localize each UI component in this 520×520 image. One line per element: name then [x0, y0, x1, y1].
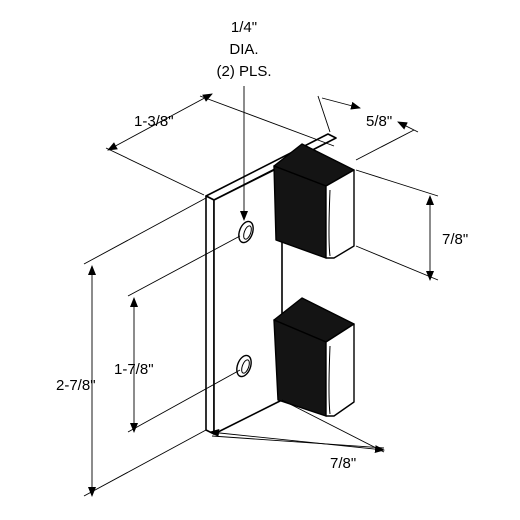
bracket-part	[205, 133, 355, 435]
lower-block-front	[325, 323, 355, 417]
dim-line-plate-width	[209, 428, 385, 454]
upper-block-front	[325, 169, 355, 259]
dim-line-block-depth	[321, 97, 361, 110]
label-hole-count: (2) PLS.	[216, 63, 271, 80]
label-overall-height: 2-7/8"	[56, 377, 96, 394]
dimension-labels: 1/4" DIA. (2) PLS. 1-3/8" 5/8" 7/8" 1-7/…	[56, 19, 468, 472]
label-hole-spacing: 1-7/8"	[114, 361, 154, 378]
lower-block	[273, 297, 355, 417]
label-hole-size: 1/4"	[231, 19, 257, 36]
label-block-depth: 5/8"	[366, 113, 392, 130]
plate-edge-face	[205, 195, 215, 435]
plate-front-face	[213, 165, 283, 435]
label-block-height: 7/8"	[442, 231, 468, 248]
label-hole-type: DIA.	[229, 41, 258, 58]
mounting-hole-lower	[236, 354, 252, 378]
mounting-hole-upper	[238, 220, 254, 244]
dim-line-plate-depth	[107, 93, 213, 151]
dimension-lines	[88, 86, 434, 497]
label-plate-width: 7/8"	[330, 455, 356, 472]
label-plate-depth: 1-3/8"	[134, 113, 174, 130]
upper-block	[273, 143, 355, 259]
